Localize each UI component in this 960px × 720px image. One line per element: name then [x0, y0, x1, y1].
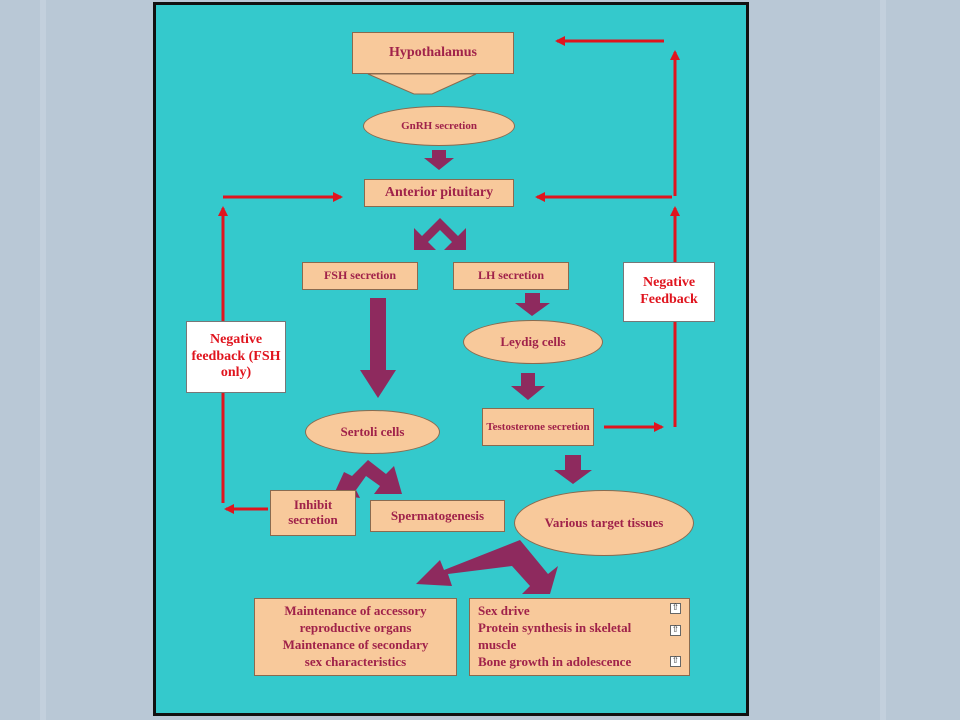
lh-secretion-box: LH secretion: [453, 262, 569, 290]
testosterone-secretion-box: Testosterone secretion: [482, 408, 594, 446]
effect-item: reproductive organs: [299, 620, 412, 635]
negative-feedback-label: Negative Feedback: [623, 262, 715, 322]
negative-feedback-fsh-label: Negative feedback (FSH only): [186, 321, 286, 393]
effects-right-box: Sex drive Protein synthesis in skeletal …: [469, 598, 690, 676]
effect-item: Sex drive: [478, 603, 530, 618]
up-arrow-icon: ⇧: [670, 603, 681, 614]
hypothalamus-box: Hypothalamus: [352, 32, 514, 74]
effect-item: Protein synthesis in skeletal: [478, 620, 632, 635]
spermatogenesis-box: Spermatogenesis: [370, 500, 505, 532]
effect-item: muscle: [478, 637, 517, 652]
anterior-pituitary-box: Anterior pituitary: [364, 179, 514, 207]
up-arrow-icon: ⇧: [670, 625, 681, 636]
inhibit-secretion-box: Inhibit secretion: [270, 490, 356, 536]
gnrh-secretion-oval: GnRH secretion: [363, 106, 515, 146]
background-texture: [880, 0, 886, 720]
up-arrow-icon: ⇧: [670, 656, 681, 667]
effect-item: sex characteristics: [304, 654, 407, 669]
target-tissues-oval: Various target tissues: [514, 490, 694, 556]
background-texture: [40, 0, 46, 720]
effects-left-box: Maintenance of accessory reproductive or…: [254, 598, 457, 676]
effect-item: Bone growth in adolescence: [478, 654, 632, 669]
effect-item: Maintenance of secondary: [282, 637, 429, 652]
fsh-secretion-box: FSH secretion: [302, 262, 418, 290]
sertoli-cells-oval: Sertoli cells: [305, 410, 440, 454]
leydig-cells-oval: Leydig cells: [463, 320, 603, 364]
effect-item: Maintenance of accessory: [284, 603, 427, 618]
